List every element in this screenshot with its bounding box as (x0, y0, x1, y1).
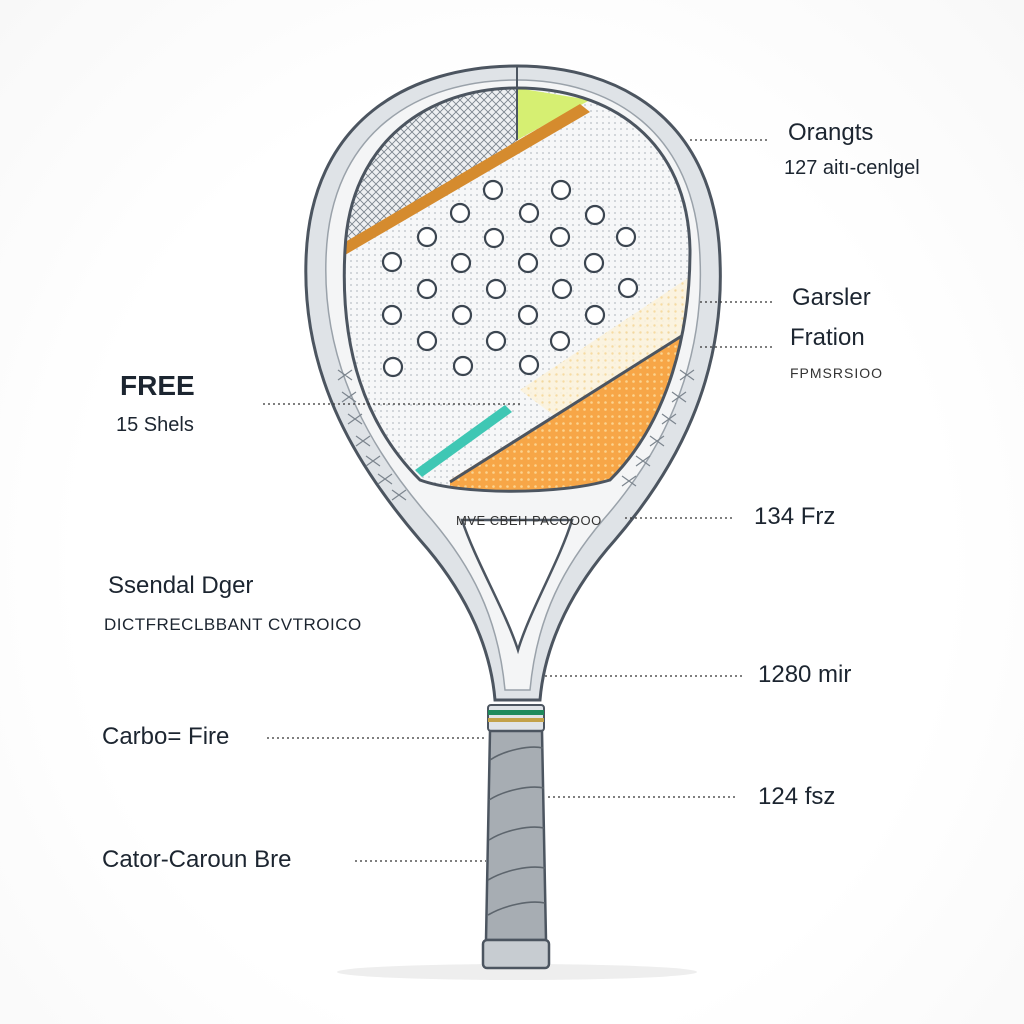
racket-face-outline (342, 86, 692, 493)
frame-side-texture (337, 369, 695, 501)
grip-butt-cap (481, 938, 551, 970)
label-right-dim-3: 124 fsz (758, 783, 836, 810)
throat-print: MVE CBEH PACOOOO (456, 513, 602, 528)
label-mid-right-sub: FPMSRSIOO (790, 365, 884, 381)
label-left-mid-title: Ssendal Dger (108, 572, 254, 599)
label-left-low-1: Carbo= Fire (102, 723, 230, 750)
label-left-sub: 15 Shels (116, 414, 194, 436)
grip-band-gold (488, 718, 544, 722)
racket-holes (381, 179, 639, 378)
grip-band-green (488, 710, 544, 715)
label-left-mid-sub: DICTFRECLBBANT CVTROICO (104, 615, 362, 634)
label-mid-right-title-1: Garsler (792, 284, 871, 311)
label-left-low-2: Cator-Caroun Bre (102, 846, 292, 873)
label-left-title: FREE (120, 370, 195, 401)
label-top-right-sub: 127 aitı-cenlgel (784, 157, 920, 179)
label-mid-right-title-2: Fration (790, 324, 865, 351)
racket-throat-opening (460, 518, 574, 655)
leader-lines (263, 139, 775, 862)
grip-wrap (487, 746, 546, 916)
label-right-dim-1: 134 Frz (754, 503, 836, 530)
label-top-right-title: Orangts (788, 119, 874, 146)
label-right-dim-2: 1280 mir (758, 661, 852, 688)
ground-shadow (337, 964, 697, 980)
racket-grip (484, 729, 548, 942)
